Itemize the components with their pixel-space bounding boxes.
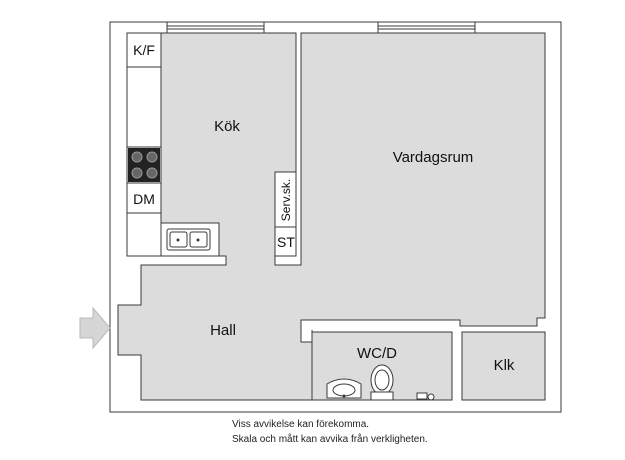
disclaimer-line-1: Viss avvikelse kan förekomma. (232, 419, 370, 430)
entry-arrow-icon (79, 306, 111, 350)
fixture-label-serv-sk: Serv.sk. (279, 179, 293, 221)
sink-icon (166, 228, 211, 251)
storage-cabinet (274, 226, 297, 257)
fixture-label-st: ST (277, 234, 295, 250)
window-icon (166, 21, 265, 34)
room-label-klk: Klk (494, 357, 515, 374)
washbasin-icon (326, 378, 362, 399)
room-label-vardagsrum: Vardagsrum (393, 149, 474, 166)
fixture-label-kf: K/F (133, 42, 155, 58)
room-label-hall: Hall (210, 322, 236, 339)
fixture-label-dm: DM (133, 191, 155, 207)
stove-icon (128, 148, 160, 182)
room-label-kok: Kök (214, 118, 240, 135)
toilet-icon (370, 364, 394, 401)
floor-drain-icon (416, 392, 435, 401)
klk-floor (461, 331, 546, 401)
window-icon (377, 21, 476, 34)
kitchen-counter (126, 32, 162, 257)
disclaimer-line-2: Skala och mått kan avvika från verklighe… (232, 434, 428, 445)
room-label-wcd: WC/D (357, 345, 397, 362)
